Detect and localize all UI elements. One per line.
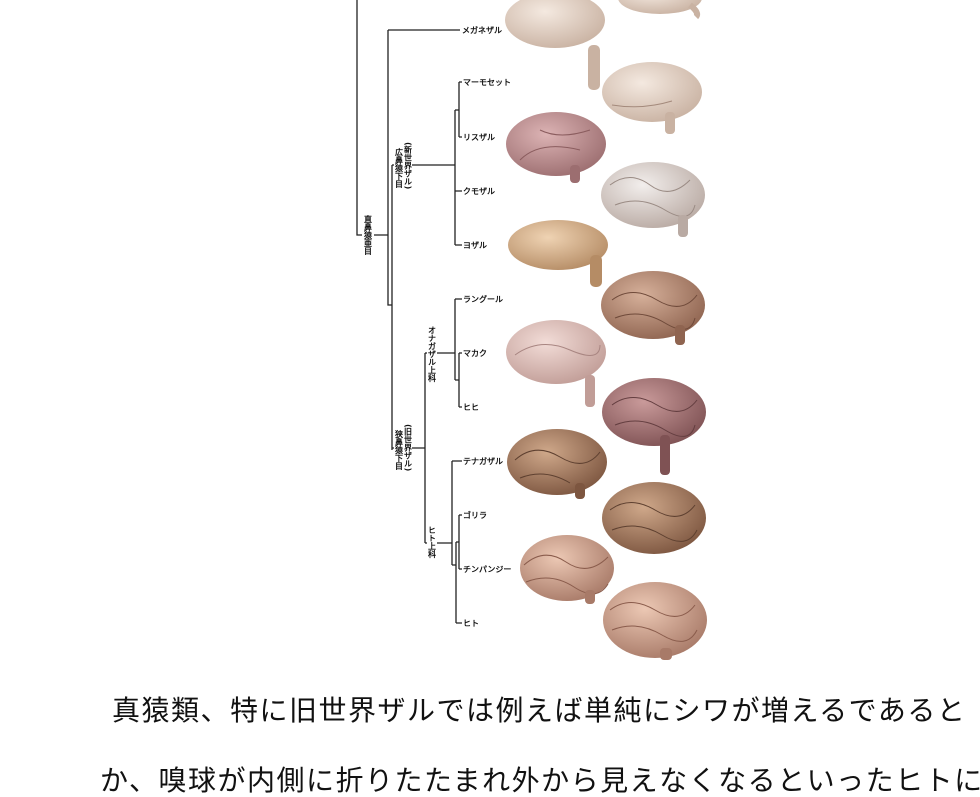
species-label: ゴリラ xyxy=(463,510,487,520)
phylogenetic-tree-figure: 直鼻猿亜目 広鼻猿下目 (新世界ザル) 狭鼻猿下目 (旧世界ザル) オナガザル上… xyxy=(356,0,707,660)
brain-image xyxy=(506,320,606,407)
species-label: ラングール xyxy=(463,294,503,304)
species-label: マーモセット xyxy=(463,78,511,87)
body-text-line: か、嗅球が内側に折りたたまれ外から見えなくなるといったヒトに xyxy=(100,764,980,797)
brain-images xyxy=(505,0,707,660)
species-label: リスザル xyxy=(463,133,495,142)
brain-image xyxy=(602,482,706,554)
brain-image xyxy=(602,378,706,475)
brain-image xyxy=(505,0,605,90)
species-label: ヨザル xyxy=(463,241,487,250)
species-label: メガネザル xyxy=(462,25,502,35)
body-text-line: 真猿類、特に旧世界ザルでは例えば単純にシワが増えるであると xyxy=(112,694,967,727)
brain-image xyxy=(618,0,702,20)
species-label: ヒト xyxy=(463,619,479,628)
clade-labels: 直鼻猿亜目 広鼻猿下目 (新世界ザル) 狭鼻猿下目 (旧世界ザル) オナガザル上… xyxy=(362,142,437,559)
tree-lines xyxy=(356,0,462,624)
species-label: ヒヒ xyxy=(463,403,479,412)
species-label: チンパンジー xyxy=(463,564,511,574)
brain-image xyxy=(507,429,607,499)
brain-image xyxy=(601,271,705,345)
clade-note-catarrhini: (旧世界ザル) xyxy=(403,424,413,471)
species-label: テナガザル xyxy=(463,456,503,466)
clade-label-hominoidea: ヒト上科 xyxy=(428,526,437,559)
clade-label-haplorhini: 直鼻猿亜目 xyxy=(363,214,373,256)
clade-label-cercopithecoidea: オナガザル上科 xyxy=(428,326,437,383)
brain-image xyxy=(601,162,705,237)
brain-image xyxy=(506,112,606,183)
brain-image xyxy=(520,535,614,604)
brain-image xyxy=(603,582,707,660)
clade-note-platyrrhini: (新世界ザル) xyxy=(403,142,413,189)
species-label: マカク xyxy=(463,348,487,358)
clade-label-catarrhini: 狭鼻猿下目 xyxy=(394,429,404,471)
species-labels: メガネザル マーモセット リスザル クモザル ヨザル ラングール マカク ヒヒ … xyxy=(462,25,511,628)
brain-image xyxy=(602,62,702,134)
brain-image xyxy=(508,220,608,287)
species-label: クモザル xyxy=(463,186,495,196)
clade-label-platyrrhini: 広鼻猿下目 xyxy=(394,147,404,189)
